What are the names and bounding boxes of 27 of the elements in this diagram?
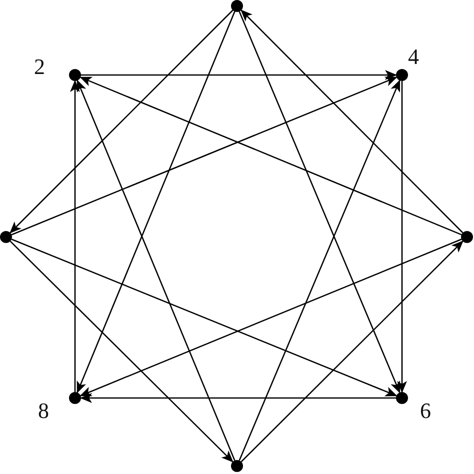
- vertex-label: 8: [38, 400, 49, 422]
- vertex-label: 4: [408, 46, 419, 68]
- arrow: [11, 76, 398, 236]
- arrow: [80, 76, 462, 236]
- arrow: [397, 81, 407, 393]
- vertex-dot: [69, 392, 81, 404]
- arrow: [70, 80, 80, 392]
- arrow: [238, 11, 400, 394]
- arrow: [238, 80, 400, 461]
- arrow: [76, 11, 236, 394]
- vertex-dot: [461, 231, 473, 243]
- vertex-dot: [396, 392, 408, 404]
- arrow: [81, 70, 397, 80]
- vertex-dot: [0, 231, 12, 243]
- vertex-dot: [69, 69, 81, 81]
- vertex-label: 2: [34, 56, 45, 78]
- arrow: [10, 10, 234, 234]
- arrow: [80, 393, 396, 403]
- arrow: [10, 240, 234, 462]
- vertex-dot: [231, 0, 243, 12]
- arrow: [76, 80, 236, 461]
- vertex-dot: [231, 460, 243, 472]
- arrow: [240, 240, 464, 462]
- vertex-label: 6: [420, 400, 431, 422]
- arrow: [80, 238, 462, 396]
- arrow: [240, 10, 464, 234]
- vertex-dot: [396, 69, 408, 81]
